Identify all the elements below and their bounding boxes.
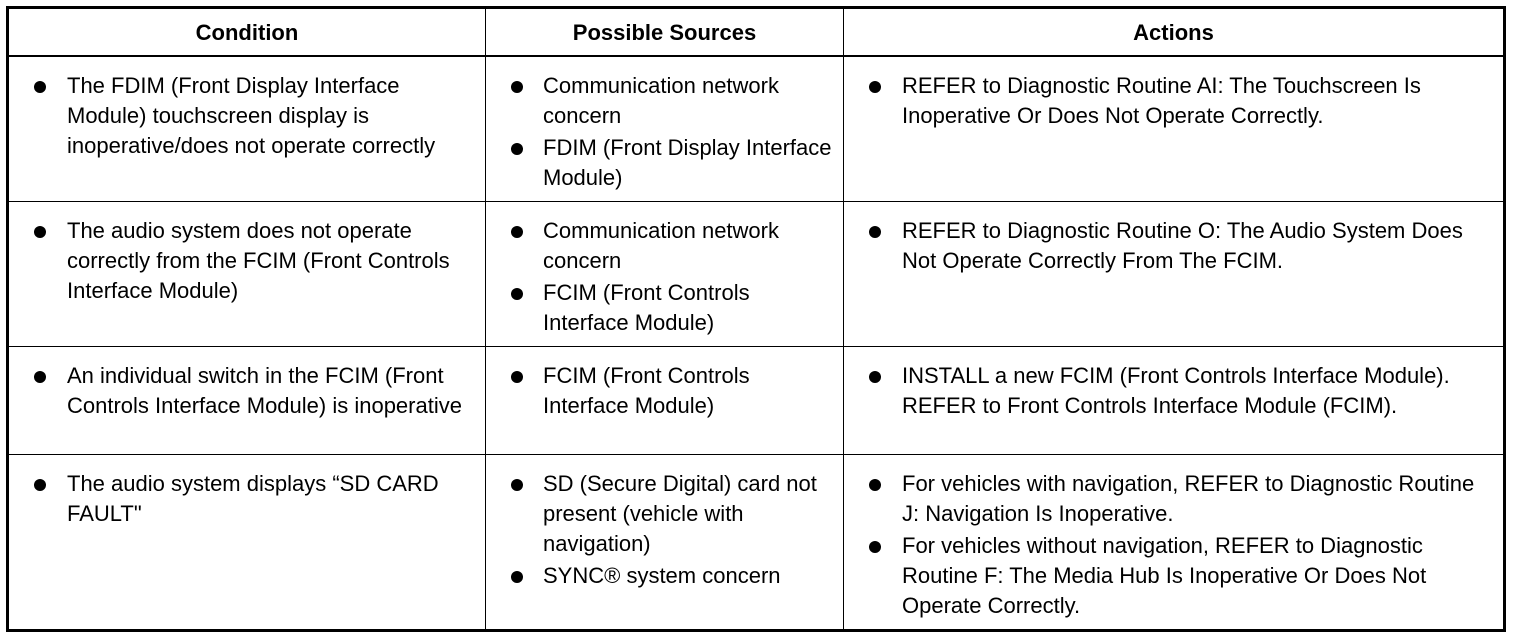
- condition-cell: An individual switch in the FCIM (Front …: [7, 346, 486, 455]
- list-item: INSTALL a new FCIM (Front Controls Inter…: [844, 361, 1493, 421]
- condition-text: The audio system displays “SD CARD FAULT…: [67, 471, 439, 526]
- bullet-icon: [511, 371, 523, 383]
- condition-cell: The FDIM (Front Display Interface Module…: [7, 55, 486, 202]
- header-possible-sources: Possible Sources: [485, 7, 844, 57]
- source-text: Communication network concern: [543, 218, 779, 273]
- list-item: The audio system displays “SD CARD FAULT…: [9, 469, 475, 529]
- bullet-icon: [869, 81, 881, 93]
- actions-cell: For vehicles with navigation, REFER to D…: [843, 454, 1505, 631]
- bullet-icon: [34, 479, 46, 491]
- actions-cell: REFER to Diagnostic Routine O: The Audio…: [843, 201, 1505, 347]
- source-text: FCIM (Front Controls Interface Module): [543, 363, 750, 418]
- bullet-icon: [869, 371, 881, 383]
- header-actions: Actions: [843, 7, 1505, 57]
- header-condition: Condition: [7, 7, 486, 57]
- list-item: An individual switch in the FCIM (Front …: [9, 361, 475, 421]
- bullet-icon: [511, 479, 523, 491]
- actions-cell: INSTALL a new FCIM (Front Controls Inter…: [843, 346, 1505, 455]
- source-text: SD (Secure Digital) card not present (ve…: [543, 471, 817, 556]
- list-item: REFER to Diagnostic Routine AI: The Touc…: [844, 71, 1493, 131]
- table-row: The FDIM (Front Display Interface Module…: [7, 55, 1505, 202]
- bullet-icon: [34, 226, 46, 238]
- actions-cell: REFER to Diagnostic Routine AI: The Touc…: [843, 55, 1505, 202]
- source-text: SYNC® system concern: [543, 563, 781, 588]
- sources-cell: Communication network concern FDIM (Fron…: [485, 55, 844, 202]
- list-item: For vehicles with navigation, REFER to D…: [844, 469, 1493, 529]
- list-item: Communication network concern: [486, 71, 833, 131]
- source-text: Communication network concern: [543, 73, 779, 128]
- bullet-icon: [511, 81, 523, 93]
- table-row: The audio system does not operate correc…: [7, 201, 1505, 347]
- list-item: FCIM (Front Controls Interface Module): [486, 278, 833, 338]
- bullet-icon: [511, 226, 523, 238]
- sources-cell: SD (Secure Digital) card not present (ve…: [485, 454, 844, 631]
- sources-cell: Communication network concern FCIM (Fron…: [485, 201, 844, 347]
- action-text: REFER to Diagnostic Routine O: The Audio…: [902, 218, 1463, 273]
- action-text: REFER to Diagnostic Routine AI: The Touc…: [902, 73, 1421, 128]
- source-text: FCIM (Front Controls Interface Module): [543, 280, 750, 335]
- list-item: SYNC® system concern: [486, 561, 833, 591]
- table-row: The audio system displays “SD CARD FAULT…: [7, 454, 1505, 631]
- action-text: For vehicles without navigation, REFER t…: [902, 533, 1427, 618]
- condition-text: The FDIM (Front Display Interface Module…: [67, 73, 436, 158]
- action-text: INSTALL a new FCIM (Front Controls Inter…: [902, 363, 1450, 418]
- bullet-icon: [511, 143, 523, 155]
- bullet-icon: [869, 479, 881, 491]
- list-item: FCIM (Front Controls Interface Module): [486, 361, 833, 421]
- condition-text: The audio system does not operate correc…: [67, 218, 450, 303]
- list-item: REFER to Diagnostic Routine O: The Audio…: [844, 216, 1493, 276]
- list-item: The FDIM (Front Display Interface Module…: [9, 71, 475, 161]
- action-text: For vehicles with navigation, REFER to D…: [902, 471, 1475, 526]
- list-item: FDIM (Front Display Interface Module): [486, 133, 833, 193]
- table-row: An individual switch in the FCIM (Front …: [7, 346, 1505, 455]
- sources-cell: FCIM (Front Controls Interface Module): [485, 346, 844, 455]
- condition-cell: The audio system displays “SD CARD FAULT…: [7, 454, 486, 631]
- bullet-icon: [511, 288, 523, 300]
- bullet-icon: [34, 81, 46, 93]
- header-row: Condition Possible Sources Actions: [7, 7, 1505, 57]
- list-item: The audio system does not operate correc…: [9, 216, 475, 306]
- bullet-icon: [869, 541, 881, 553]
- condition-cell: The audio system does not operate correc…: [7, 201, 486, 347]
- source-text: FDIM (Front Display Interface Module): [543, 135, 832, 190]
- list-item: For vehicles without navigation, REFER t…: [844, 531, 1493, 621]
- diagnostic-table: Condition Possible Sources Actions The F…: [6, 6, 1506, 632]
- bullet-icon: [869, 226, 881, 238]
- bullet-icon: [34, 371, 46, 383]
- list-item: Communication network concern: [486, 216, 833, 276]
- bullet-icon: [511, 571, 523, 583]
- list-item: SD (Secure Digital) card not present (ve…: [486, 469, 833, 559]
- condition-text: An individual switch in the FCIM (Front …: [67, 363, 462, 418]
